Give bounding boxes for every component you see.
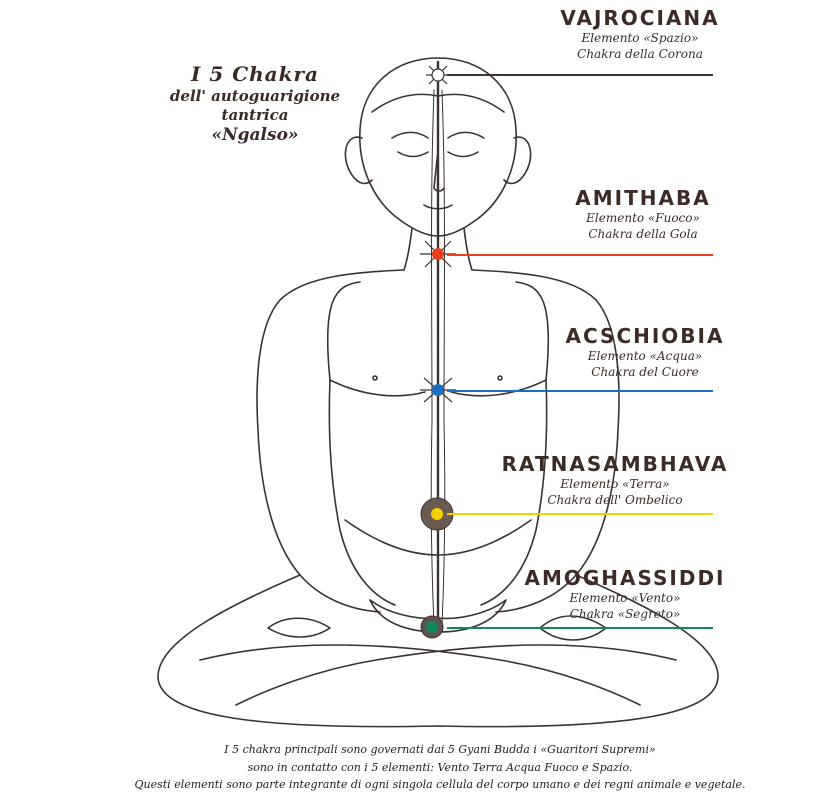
right-inner-arm [480, 379, 548, 606]
left-eyebrow [391, 131, 429, 139]
left-ear [344, 136, 373, 185]
chakra-type: Chakra del Cuore [591, 365, 699, 380]
title-line-4: «Ngalso» [211, 124, 299, 145]
chest-right [450, 379, 547, 397]
chakra-type: Chakra della Corona [577, 47, 703, 62]
left-foot [267, 617, 331, 638]
left-shoulder-arm [256, 269, 405, 613]
chest-left [329, 379, 426, 397]
chakra-type: Chakra dell' Ombelico [547, 493, 683, 508]
chakra-name: VAJROCIANA [560, 6, 720, 30]
legs-outline [157, 574, 719, 728]
footer-line-2: sono in contatto con i 5 elementi: Vento… [247, 760, 633, 774]
left-eye [397, 151, 429, 158]
title-line-2: dell' autoguarigione [169, 87, 341, 105]
chakra-type: Chakra della Gola [588, 227, 698, 242]
neck-right [463, 227, 473, 271]
neck-left [403, 227, 413, 271]
chakra-type: Chakra «Segreto» [569, 607, 681, 622]
chakra-name: AMOGHASSIDDI [524, 566, 726, 590]
footer-line-1: I 5 chakra principali sono governati dai… [224, 743, 656, 756]
title-line-3: tantrica [221, 105, 289, 124]
secret-chakra [420, 615, 444, 639]
chakra-label-secret: AMOGHASSIDDI Elemento «Vento» Chakra «Se… [520, 566, 730, 622]
title-line-1: I 5 Chakra [191, 62, 319, 86]
footer-caption: I 5 chakra principali sono governati dai… [100, 741, 780, 794]
heart-chakra [420, 374, 456, 406]
torso-right [515, 281, 550, 381]
chakra-label-crown: VAJROCIANA Elemento «Spazio» Chakra dell… [555, 6, 725, 62]
throat-chakra [420, 236, 456, 272]
right-eyebrow [447, 131, 485, 139]
chakra-element: Elemento «Terra» [560, 477, 670, 491]
hands [369, 599, 507, 633]
right-shin [235, 644, 677, 706]
chakra-name: AMITHABA [575, 186, 711, 210]
left-channel [430, 89, 435, 626]
footer-line-3: Questi elementi sono parte integrante di… [134, 778, 746, 792]
right-nipple [497, 375, 503, 381]
chakra-element: Elemento «Spazio» [581, 31, 699, 45]
right-shoulder-arm [471, 269, 620, 613]
left-nipple [372, 375, 378, 381]
chakra-label-throat: AMITHABA Elemento «Fuoco» Chakra della G… [568, 186, 718, 242]
chakra-label-heart: ACSCHIOBIA Elemento «Acqua» Chakra del C… [560, 324, 730, 380]
right-channel [441, 89, 446, 626]
left-inner-arm [328, 379, 396, 606]
chakra-name: ACSCHIOBIA [565, 324, 725, 348]
right-ear [503, 136, 532, 185]
chakra-element: Elemento «Fuoco» [586, 211, 700, 225]
left-shin [199, 644, 641, 706]
chakra-label-navel: RATNASAMBHAVA Elemento «Terra» Chakra de… [500, 452, 730, 508]
right-eye [447, 151, 479, 158]
crown-chakra [426, 63, 450, 87]
chakra-element: Elemento «Vento» [569, 591, 681, 605]
chakra-element: Elemento «Acqua» [587, 349, 703, 363]
chakra-name: RATNASAMBHAVA [501, 452, 729, 476]
torso-left [326, 281, 361, 381]
diagram-title: I 5 Chakra dell' autoguarigione tantrica… [130, 62, 380, 146]
